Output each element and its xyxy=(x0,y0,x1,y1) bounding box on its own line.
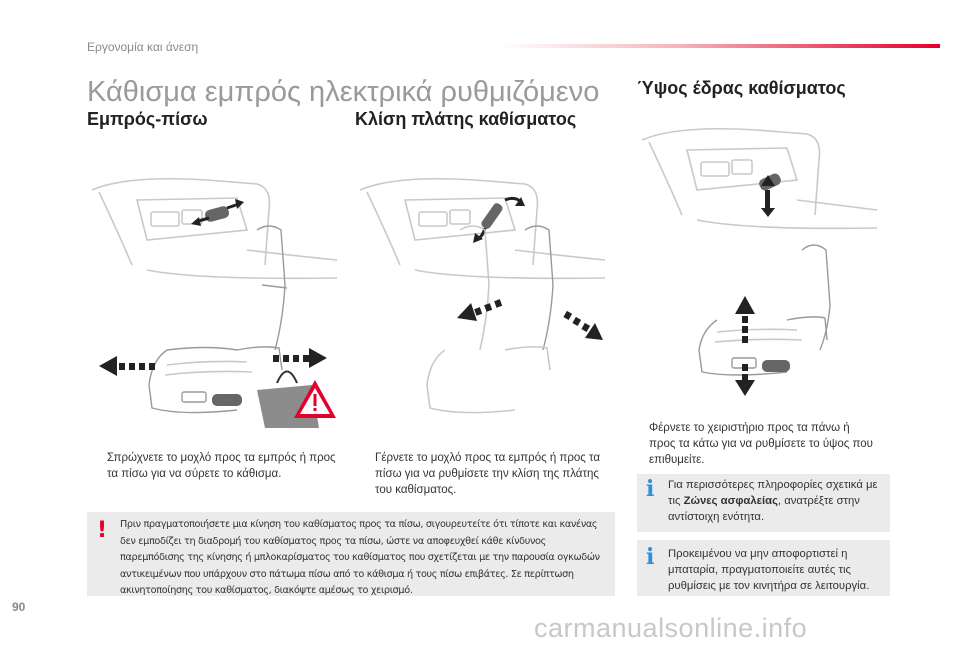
instruction-recline: Γέρνετε το μοχλό προς τα εμπρός ή προς τ… xyxy=(375,452,601,496)
info-text-seatbelts: Για περισσότερες πληροφορίες σχετικά με … xyxy=(668,479,878,523)
info-link-seatbelts: Ζώνες ασφαλείας xyxy=(683,495,778,507)
seat-height-illustration xyxy=(641,127,878,396)
warning-box xyxy=(87,512,615,596)
warning-icon: ! xyxy=(97,518,108,543)
section-title-recline: Κλίση πλάτης καθίσματος xyxy=(355,109,577,129)
section-label: Εργονομία και άνεση xyxy=(87,40,199,54)
seat-fore-aft-illustration xyxy=(91,177,338,428)
info-icon: i xyxy=(646,544,655,570)
recline-arrows xyxy=(457,299,603,340)
warning-text: Πριν πραγματοποιήσετε μια κίνηση του καθ… xyxy=(120,519,600,596)
info-text-battery: Προκειμένου να μην αποφορτιστεί η μπαταρ… xyxy=(668,548,870,592)
height-arrows xyxy=(735,296,755,396)
page-number: 90 xyxy=(12,600,26,614)
recline-switch-icon xyxy=(473,196,525,243)
height-switch-icon xyxy=(759,173,781,217)
info-icon: i xyxy=(646,476,655,502)
instruction-fore-aft: Σπρώχνετε το μοχλό προς τα εμπρός ή προς… xyxy=(107,452,336,480)
watermark: carmanualsonline.info xyxy=(534,613,808,643)
page-title: Κάθισμα εμπρός ηλεκτρικά ρυθμιζόμενο xyxy=(87,76,600,108)
section-title-fore-aft: Εμπρός-πίσω xyxy=(87,109,208,129)
section-title-height: Ύψος έδρας καθίσματος xyxy=(637,78,846,98)
instruction-height: Φέρνετε το χειριστήριο προς τα πάνω ή πρ… xyxy=(649,422,873,466)
header-accent-bar xyxy=(500,44,940,48)
slide-arrows xyxy=(99,348,327,376)
seat-recline-illustration xyxy=(359,177,606,414)
seat-switch-icon xyxy=(191,199,244,226)
warning-triangle-icon xyxy=(294,380,336,418)
info-box-battery xyxy=(637,540,890,596)
info-box-seatbelts xyxy=(637,474,890,532)
